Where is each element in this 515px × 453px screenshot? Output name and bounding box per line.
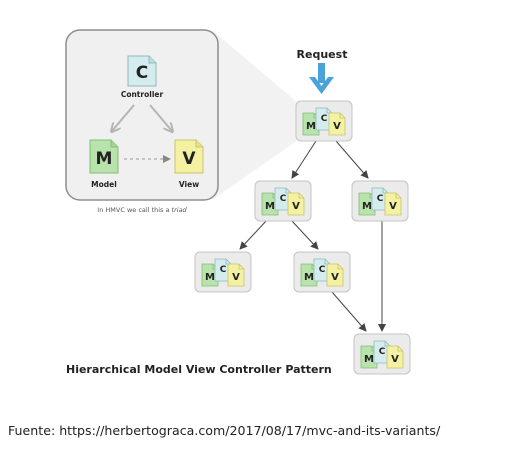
- view-doc-icon: [386, 345, 404, 369]
- mvc-node-right: MCV: [351, 180, 409, 222]
- node-model-letter: M: [306, 121, 316, 132]
- connector-root-to-right: [335, 140, 369, 179]
- mvc-node-bottom-left: MCV: [194, 251, 252, 293]
- model-label: Model: [91, 180, 117, 189]
- view-doc-icon: [384, 192, 402, 216]
- request-label: Request: [297, 48, 348, 61]
- node-controller-letter: C: [377, 194, 384, 204]
- node-model-letter: M: [205, 272, 215, 283]
- connector-left-to-bottom-mid: [290, 219, 319, 250]
- node-view-letter: V: [331, 272, 339, 283]
- node-controller-letter: C: [280, 194, 287, 204]
- mvc-node-bottom-mid: MCV: [293, 251, 351, 293]
- node-model-letter: M: [265, 201, 275, 212]
- connector-root-to-left: [291, 140, 317, 179]
- mvc-node-left: MCV: [254, 180, 312, 222]
- source-caption: Fuente: https://herbertograca.com/2017/0…: [8, 423, 441, 438]
- node-model-letter: M: [364, 354, 374, 365]
- view-icon: V: [174, 139, 204, 174]
- view-letter: V: [182, 149, 196, 169]
- triad-caption-emphasis: triad: [172, 206, 188, 214]
- zoom-wedge: [212, 30, 298, 200]
- triad-detail-panel: C Controller M Model V View: [65, 29, 219, 201]
- request-arrow-icon: [309, 63, 334, 94]
- controller-icon: C: [127, 55, 157, 87]
- model-letter: M: [96, 149, 113, 169]
- view-doc-icon: [328, 112, 346, 136]
- view-doc-icon: [287, 192, 305, 216]
- node-model-letter: M: [362, 201, 372, 212]
- node-model-letter: M: [304, 272, 314, 283]
- connector-left-to-bottom-left: [239, 219, 268, 250]
- node-view-letter: V: [389, 201, 397, 212]
- view-label: View: [179, 180, 199, 189]
- connector-mid-to-final: [331, 291, 367, 332]
- node-controller-letter: C: [379, 347, 386, 357]
- mvc-node-final: MCV: [353, 333, 411, 375]
- view-doc-icon: [227, 263, 245, 287]
- node-controller-letter: C: [321, 114, 328, 124]
- node-view-letter: V: [333, 121, 341, 132]
- triad-caption-prefix: In HMVC we call this a: [97, 206, 171, 214]
- node-view-letter: V: [292, 201, 300, 212]
- node-controller-letter: C: [220, 265, 227, 275]
- model-icon: M: [89, 139, 119, 174]
- node-controller-letter: C: [319, 265, 326, 275]
- arrow-controller-to-view: [149, 104, 172, 131]
- hierarchy-connectors: [239, 140, 386, 332]
- node-view-letter: V: [391, 354, 399, 365]
- controller-label: Controller: [121, 90, 164, 99]
- node-view-letter: V: [232, 272, 240, 283]
- arrow-controller-to-model: [112, 104, 135, 131]
- triad-caption: In HMVC we call this a triad: [97, 206, 187, 214]
- controller-letter: C: [136, 63, 148, 83]
- view-doc-icon: [326, 263, 344, 287]
- mvc-node-root: MCV: [295, 100, 353, 142]
- diagram-title: Hierarchical Model View Controller Patte…: [66, 363, 332, 376]
